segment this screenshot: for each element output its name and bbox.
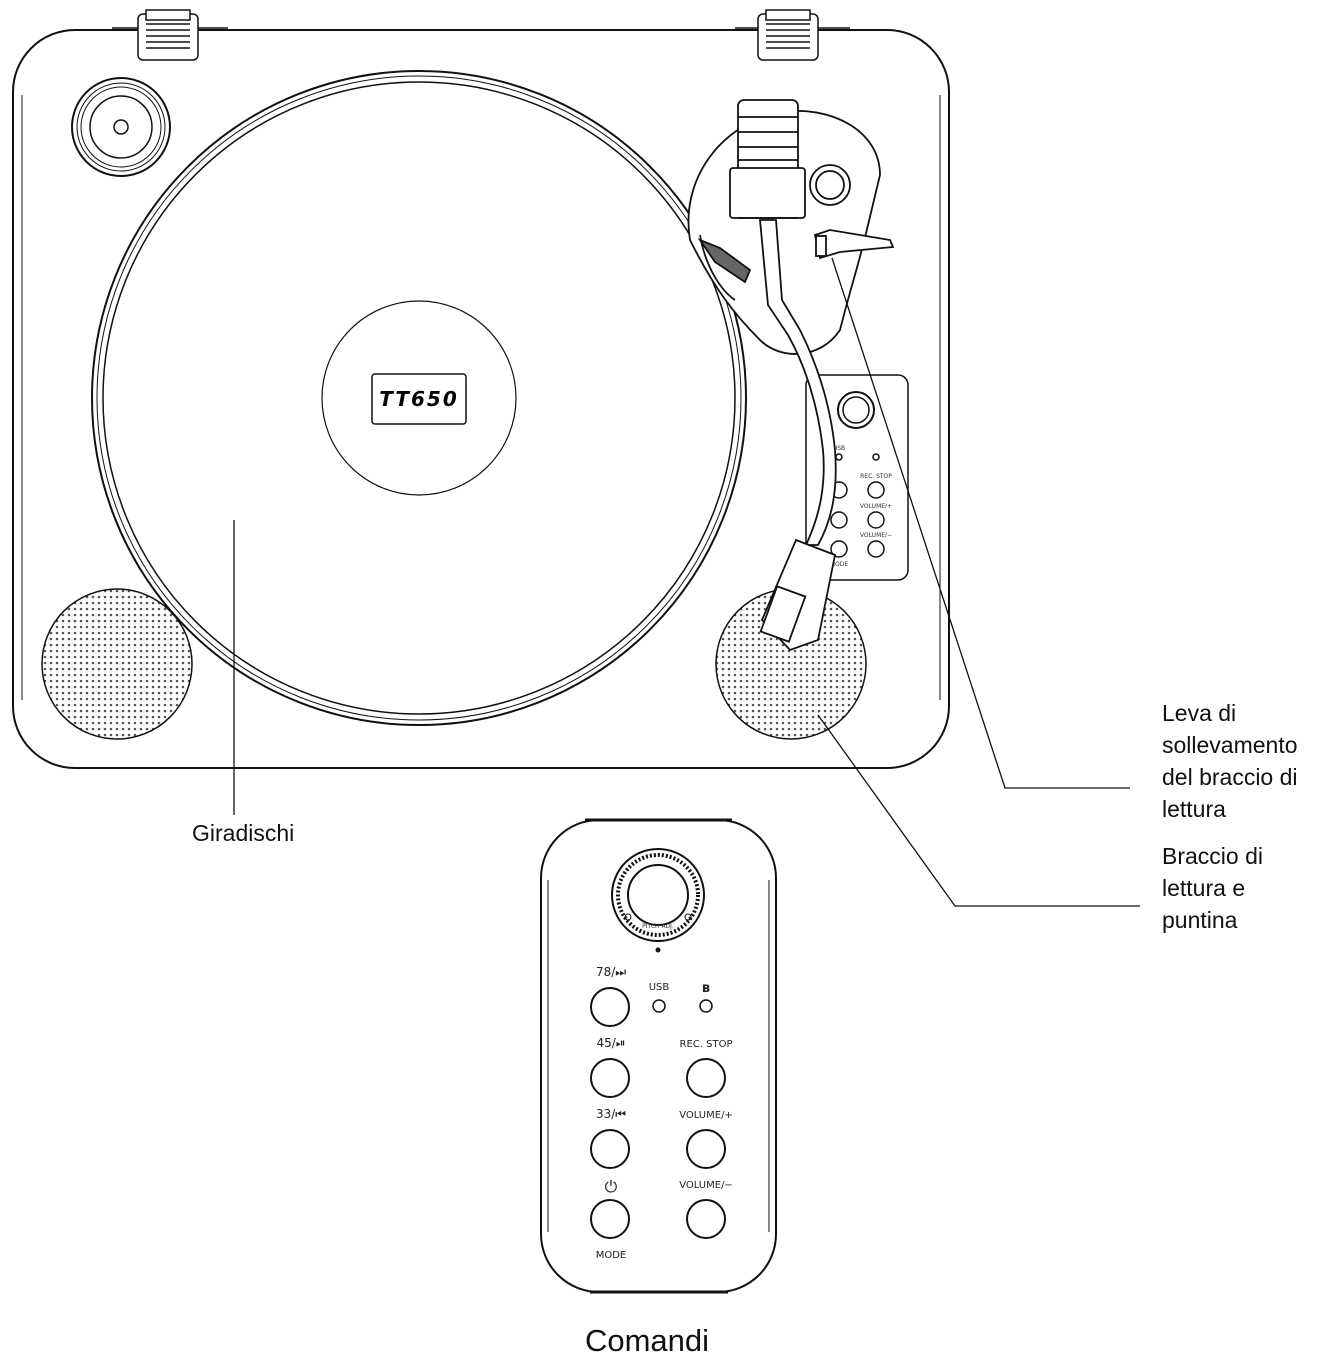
platter bbox=[91, 70, 747, 726]
usb-indicator-label: USB bbox=[649, 982, 670, 993]
usb-indicator-led bbox=[652, 999, 666, 1013]
label-45-play: 45/⏯ bbox=[597, 1036, 626, 1050]
button-78-next[interactable] bbox=[590, 987, 630, 1027]
callout-tonearm-line2: lettura e bbox=[1162, 875, 1246, 901]
leader-lift-lever bbox=[831, 257, 1130, 789]
model-label: TT650 bbox=[379, 387, 459, 411]
controls-panel bbox=[540, 818, 777, 1294]
deck-mode-label: MODE bbox=[830, 561, 849, 568]
button-volume-up[interactable] bbox=[686, 1129, 726, 1169]
callout-lift-lever-line1: Leva di bbox=[1162, 700, 1237, 726]
label-volume-down: VOLUME/− bbox=[679, 1180, 733, 1191]
callout-lift-lever-line3: del braccio di bbox=[1162, 764, 1298, 790]
callout-lift-lever: Leva di sollevamento del braccio di lett… bbox=[1162, 697, 1298, 825]
hinge-right bbox=[735, 9, 850, 61]
leader-lines bbox=[233, 257, 1140, 907]
callout-tonearm-line1: Braccio di bbox=[1162, 843, 1263, 869]
button-volume-down[interactable] bbox=[686, 1199, 726, 1239]
callout-lift-lever-line4: lettura bbox=[1162, 796, 1226, 822]
power-icon: ⏻ bbox=[605, 1177, 618, 1196]
label-mode: MODE bbox=[596, 1250, 627, 1261]
callout-tonearm-line3: puntina bbox=[1162, 907, 1238, 933]
label-78-next: 78/⏭ bbox=[596, 965, 626, 979]
button-33-prev[interactable] bbox=[590, 1129, 630, 1169]
callout-controls-text: Comandi bbox=[584, 1323, 710, 1358]
label-33-prev: 33/⏮ bbox=[596, 1107, 626, 1121]
label-volume-up: VOLUME/+ bbox=[679, 1110, 733, 1121]
model-badge bbox=[371, 373, 467, 425]
deck-rec-label: REC. STOP bbox=[860, 473, 892, 480]
leader-tonearm bbox=[817, 714, 1140, 907]
button-rec-stop[interactable] bbox=[686, 1058, 726, 1098]
deck-usb-label: USB bbox=[833, 445, 845, 452]
deck-voldown-label: VOLUME/− bbox=[860, 532, 892, 539]
pitch-knob[interactable] bbox=[611, 848, 705, 953]
label-rec-stop: REC. STOP bbox=[680, 1039, 733, 1050]
bluetooth-indicator-led bbox=[699, 999, 713, 1013]
callout-controls: Comandi bbox=[0, 1321, 1326, 1361]
record-label bbox=[321, 300, 517, 496]
deck-volup-label: VOLUME/+ bbox=[860, 503, 892, 510]
callout-tonearm: Braccio di lettura e puntina bbox=[1162, 840, 1263, 936]
pitch-knob-label: PITCH ADJ. bbox=[642, 923, 674, 930]
tonearm bbox=[687, 99, 895, 652]
button-mode[interactable] bbox=[590, 1199, 630, 1239]
adapter-45rpm bbox=[71, 77, 171, 177]
bluetooth-icon: ʙ bbox=[702, 981, 710, 996]
hinge-left bbox=[112, 9, 228, 61]
turntable-base bbox=[12, 29, 950, 769]
callout-turntable: Giradischi bbox=[192, 820, 295, 846]
speaker-left bbox=[41, 588, 193, 740]
button-45-play[interactable] bbox=[590, 1058, 630, 1098]
callout-lift-lever-line2: sollevamento bbox=[1162, 732, 1298, 758]
